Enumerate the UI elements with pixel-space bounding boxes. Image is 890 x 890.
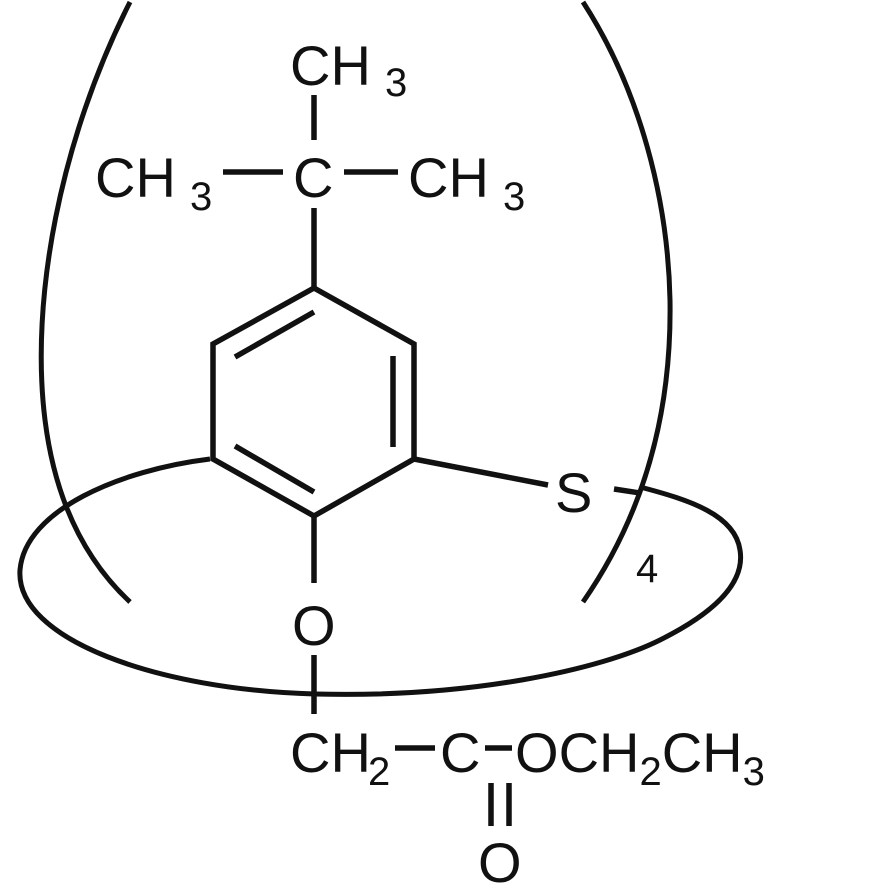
svg-text:3: 3	[743, 750, 765, 794]
svg-text:CH: CH	[290, 34, 371, 97]
carbonyl-carbon-label: C	[440, 721, 480, 784]
svg-text:3: 3	[190, 175, 212, 219]
svg-text:CH: CH	[408, 146, 489, 209]
ethoxy-label: O CH 2 CH 3	[515, 721, 765, 794]
bond-ring-s	[413, 456, 549, 488]
tert-butyl-carbon-label: C	[293, 146, 333, 209]
svg-text:CH: CH	[290, 721, 371, 784]
svg-text:3: 3	[385, 61, 407, 105]
benzene-ring	[210, 284, 417, 520]
svg-text:CH: CH	[559, 721, 640, 784]
svg-text:O: O	[515, 721, 559, 784]
left-repeat-bracket	[38, 0, 133, 604]
macrocycle-ellipse	[17, 456, 744, 697]
bond-s-out	[613, 486, 641, 496]
carbonyl-oxygen-label: O	[478, 831, 522, 890]
svg-text:2: 2	[368, 750, 390, 794]
ring-double-bond-top-left	[233, 309, 316, 360]
right-methyl-label: CH 3	[408, 146, 525, 219]
methylene-label: CH 2	[290, 721, 390, 794]
sulfur-label: S	[555, 461, 592, 524]
svg-text:2: 2	[639, 750, 661, 794]
right-repeat-bracket	[580, 0, 673, 604]
svg-text:CH: CH	[95, 146, 176, 209]
svg-text:CH: CH	[662, 721, 743, 784]
svg-text:3: 3	[503, 175, 525, 219]
phenolic-oxygen-label: O	[292, 594, 336, 657]
left-methyl-label: CH 3	[95, 146, 212, 219]
top-methyl-label: CH 3	[290, 34, 407, 105]
repeat-count-label: 4	[636, 547, 658, 591]
ring-double-bond-bottom-left	[233, 443, 316, 495]
